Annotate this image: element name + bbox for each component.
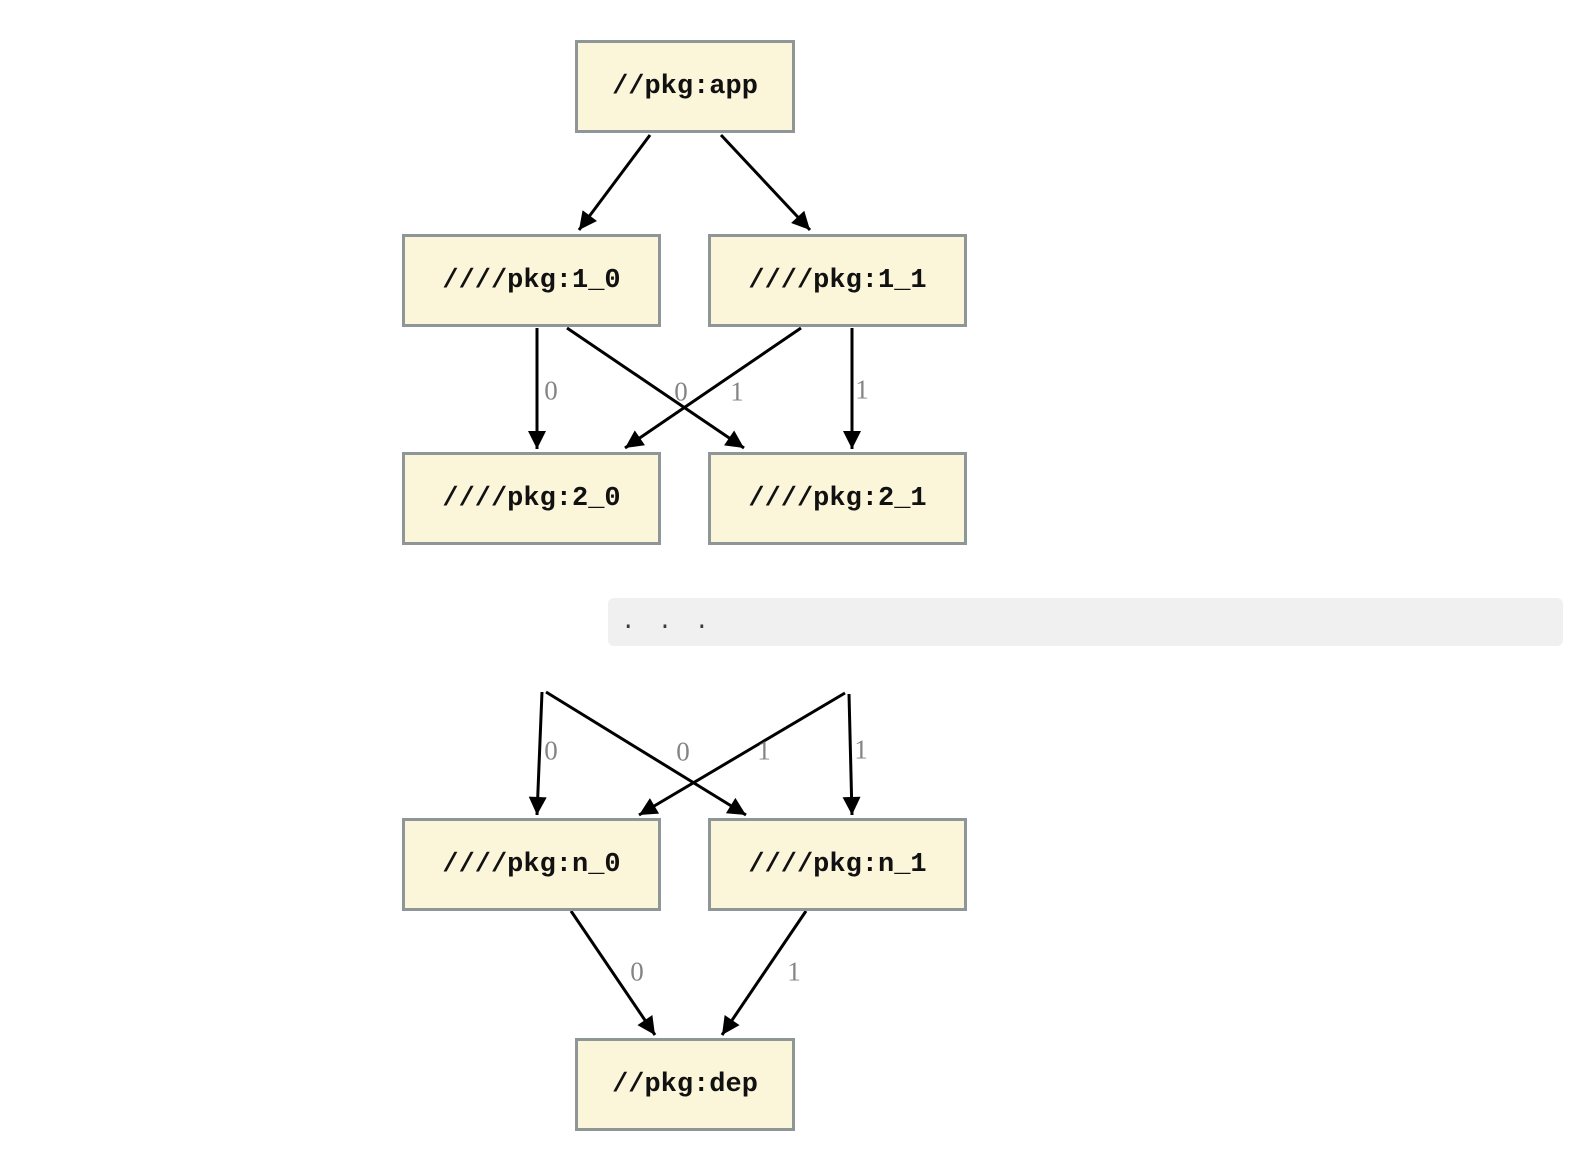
edge-app-to-1_0: [577, 134, 652, 231]
edge-label-1_0-2_1: 0: [674, 376, 688, 407]
edge-label-ellipsis-n_0-d: 1: [757, 735, 771, 766]
edge-label-ellipsis-n_1-d: 0: [676, 736, 690, 767]
edge-label-1_1-2_0: 1: [730, 376, 744, 407]
edge-label-n_0-dep: 0: [630, 956, 644, 987]
node-pkg-n_0: ////pkg:n_0: [402, 818, 661, 911]
node-pkg-app: //pkg:app: [575, 40, 795, 133]
edge-label-1_0-2_0: 0: [544, 375, 558, 406]
edge-ellipsis-to-n_1-vertical: [842, 693, 861, 816]
edge-ellipsis-to-n_0-vertical: [528, 691, 547, 816]
node-pkg-n_1: ////pkg:n_1: [708, 818, 967, 911]
node-pkg-1_1: ////pkg:1_1: [708, 234, 967, 327]
edge-ellipsis-to-n_1-diagonal: [545, 690, 747, 817]
edge-label-ellipsis-n_1-v: 1: [854, 734, 868, 765]
edge-n_0-to-dep: [569, 910, 657, 1036]
edge-n_1-to-dep: [720, 910, 808, 1036]
node-pkg-1_0: ////pkg:1_0: [402, 234, 661, 327]
node-pkg-dep: //pkg:dep: [575, 1038, 795, 1131]
node-pkg-2_1: ////pkg:2_1: [708, 452, 967, 545]
edge-app-to-1_1: [719, 133, 812, 232]
node-pkg-2_0: ////pkg:2_0: [402, 452, 661, 545]
edge-label-ellipsis-n_0-v: 0: [544, 735, 558, 766]
edge-1_1-to-2_0: [624, 326, 802, 450]
ellipsis-separator: . . .: [608, 598, 1563, 646]
edge-label-n_1-dep: 1: [787, 956, 801, 987]
edge-1_0-to-2_1: [566, 326, 745, 450]
edge-ellipsis-to-n_0-diagonal: [638, 691, 846, 817]
edge-label-1_1-2_1: 1: [855, 374, 869, 405]
